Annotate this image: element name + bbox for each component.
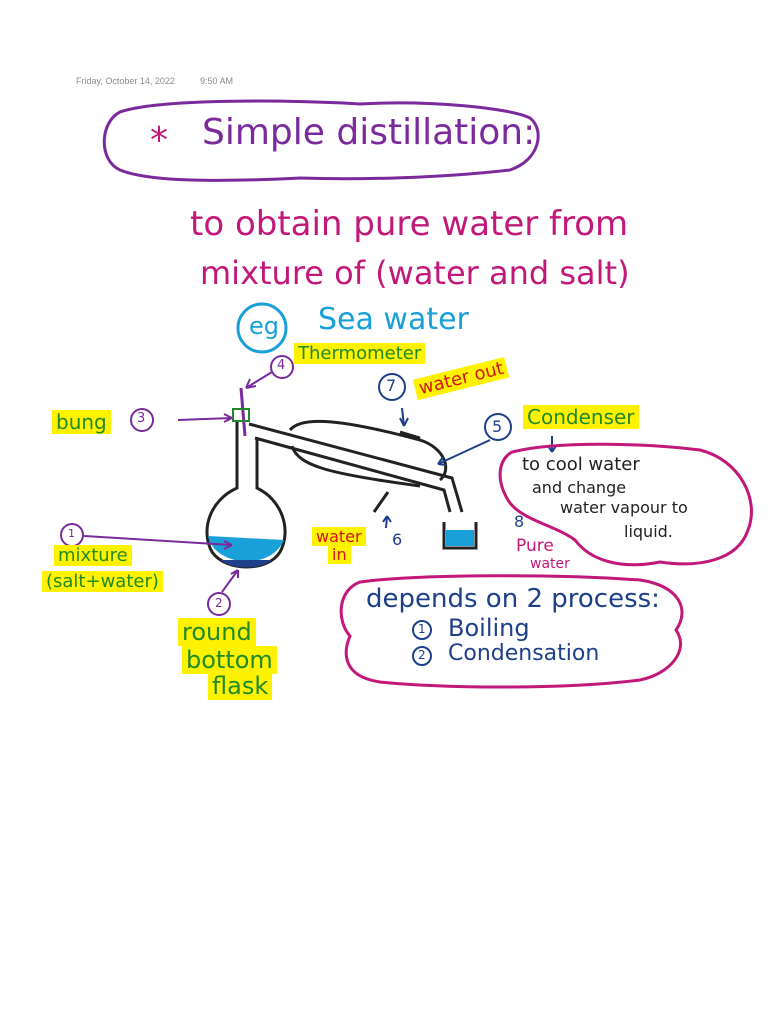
water-out-pipe: [399, 430, 421, 440]
num-circle-4: [270, 355, 294, 379]
condenser-number: 5: [492, 417, 503, 436]
title-star: *: [150, 120, 168, 161]
step-circle-1: [412, 620, 432, 640]
flask-label-2: bottom: [182, 646, 277, 674]
num-circle-2: [207, 592, 231, 616]
pure-water-label-1: Pure: [516, 536, 554, 556]
process-step-2-number: 2: [418, 648, 426, 662]
num-circle-5: [484, 413, 512, 441]
water-out-number: 7: [386, 376, 397, 395]
arrow-mixture: [83, 535, 233, 550]
mixture-label-1: mixture: [54, 545, 132, 566]
water-in-number: 6: [392, 530, 403, 549]
title-text: Simple distillation:: [202, 112, 536, 153]
thermometer-stem: [239, 387, 247, 437]
condenser-label: Condenser: [523, 405, 639, 429]
pure-water-number: 8: [514, 512, 525, 531]
purpose-line-1: to obtain pure water from: [190, 204, 629, 244]
bung-box: [232, 408, 250, 422]
condenser-note-line-1: to cool water: [522, 454, 640, 475]
mixture-label-2: (salt+water): [42, 571, 163, 592]
flask-number: 2: [215, 596, 223, 610]
title-cloud: [102, 99, 540, 182]
beaker-outline: [442, 522, 478, 550]
condenser-note-line-3: water vapour to: [560, 498, 688, 517]
arrow-bung: [177, 413, 233, 423]
arrow-thermometer: [245, 371, 273, 389]
note-time: 9:50 AM: [200, 76, 234, 86]
flask-label-3: flask: [208, 672, 273, 700]
bung-number: 3: [137, 411, 146, 426]
delivery-tube: [248, 422, 464, 513]
thermometer-label: Thermometer: [294, 343, 426, 364]
mixture-number: 1: [68, 527, 75, 540]
thermometer-number: 4: [277, 358, 286, 373]
arrow-flask: [221, 569, 239, 593]
arrow-condenser: [437, 439, 491, 466]
condenser-note-line-4: liquid.: [624, 522, 673, 541]
purpose-line-2: mixture of (water and salt): [200, 254, 630, 292]
water-in-label-1: water: [312, 527, 366, 546]
pure-water-label-2: water: [530, 556, 570, 572]
process-step-2: Condensation: [448, 641, 600, 666]
example-text: Sea water: [318, 302, 469, 337]
example-circle: [236, 302, 288, 354]
flask-label-1: round: [178, 618, 256, 646]
step-circle-2: [412, 646, 432, 666]
beaker-liquid: [446, 530, 474, 546]
condenser-note-line-2: and change: [532, 478, 627, 497]
arrow-condenser-note: [547, 436, 557, 453]
process-cloud: [339, 574, 684, 689]
water-in-pipe: [372, 491, 390, 513]
bung-label: bung: [52, 410, 111, 434]
water-in-label-2: in: [328, 545, 351, 564]
num-circle-7: [378, 373, 406, 401]
arrow-water-out: [399, 407, 409, 427]
condenser-jacket: [288, 419, 448, 488]
process-step-1: Boiling: [448, 614, 530, 642]
example-badge: eg: [249, 312, 279, 340]
arrow-water-in: [382, 515, 392, 529]
process-step-1-number: 1: [418, 622, 426, 636]
num-circle-3: [130, 408, 154, 432]
process-heading: depends on 2 process:: [366, 584, 660, 614]
note-date: Friday, October 14, 2022: [76, 76, 175, 86]
condenser-note-cloud: [498, 442, 753, 567]
flask-residue: [220, 560, 272, 568]
